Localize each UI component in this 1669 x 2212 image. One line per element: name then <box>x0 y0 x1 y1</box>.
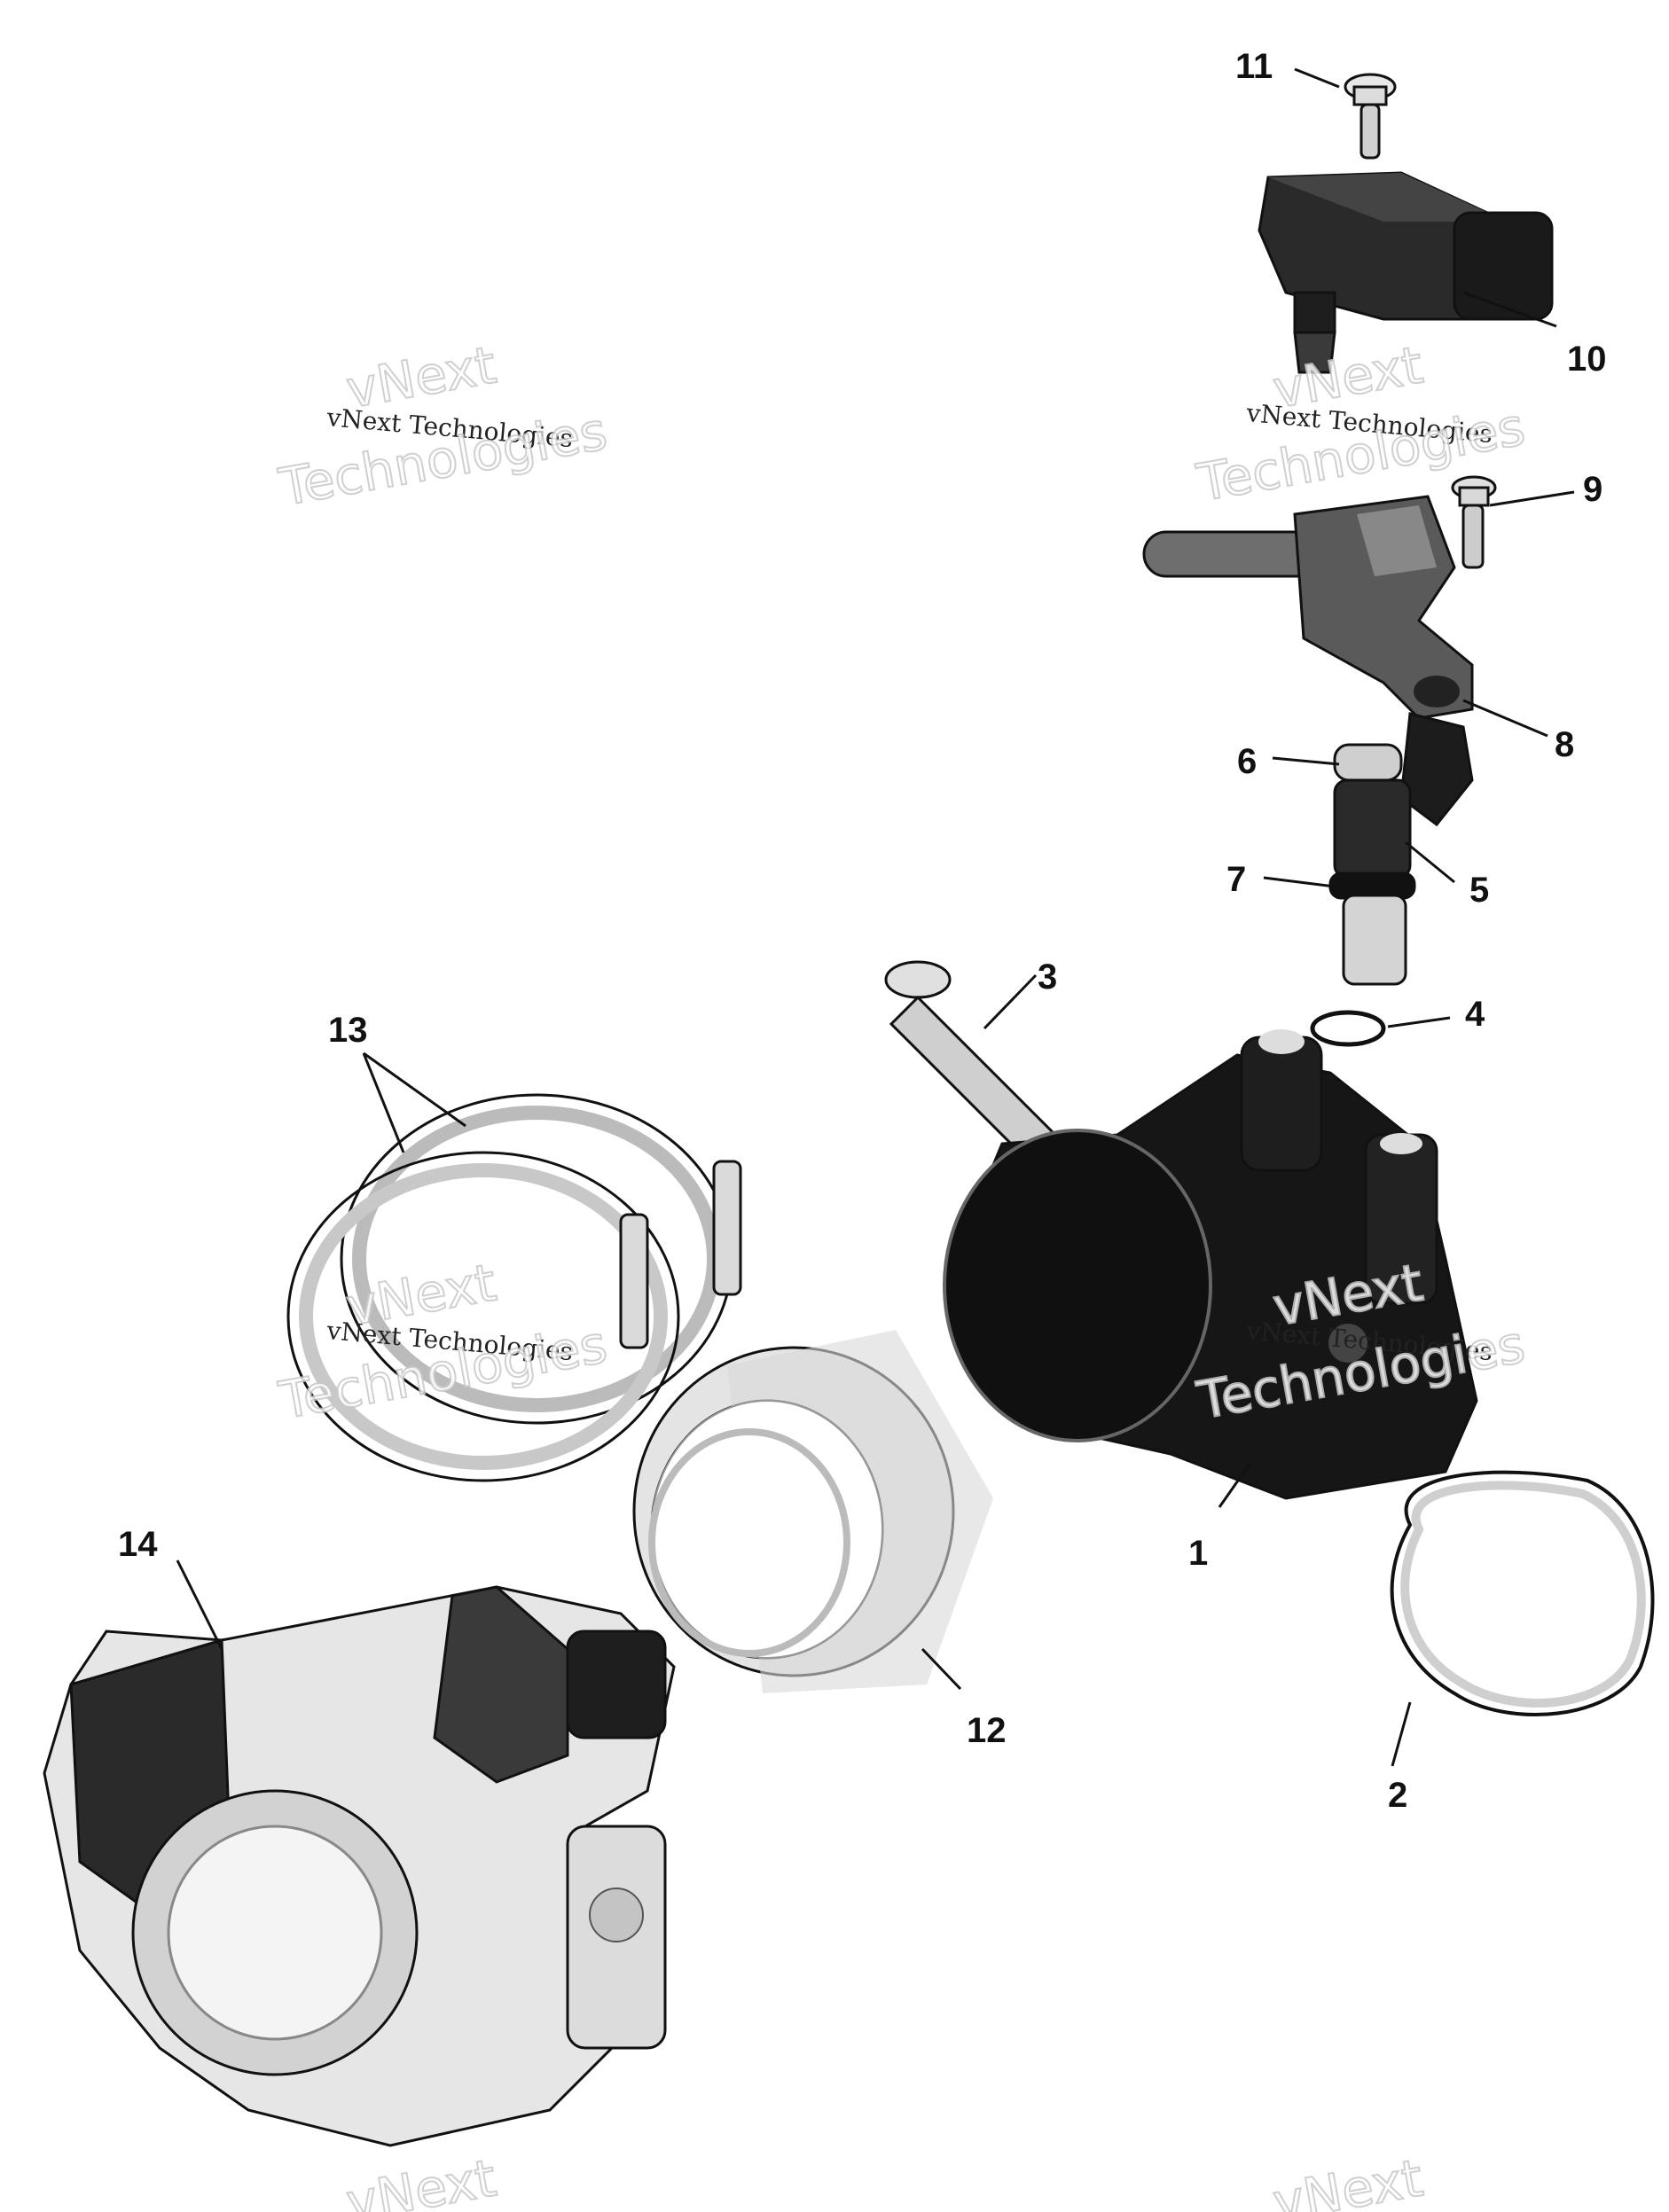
part-10-sensor <box>1258 171 1554 374</box>
injector-assembly <box>1328 712 1474 986</box>
callout-9: 9 <box>1583 470 1602 509</box>
part-5-injector <box>1333 778 1412 879</box>
callout-5: 5 <box>1469 871 1489 910</box>
callout-7: 7 <box>1226 860 1246 899</box>
part-9-bolt <box>1451 475 1497 569</box>
callout-13: 13 <box>328 1011 368 1050</box>
callout-10: 10 <box>1567 340 1607 379</box>
svg-text:vNext: vNext <box>342 2147 501 2212</box>
callout-4: 4 <box>1465 995 1485 1034</box>
part-3-bolt <box>884 960 1058 1164</box>
callout-14: 14 <box>118 1525 158 1564</box>
part-6-o-ring <box>1333 743 1403 782</box>
part-11-bolt <box>1344 73 1397 160</box>
part-4-o-ring <box>1310 1010 1386 1047</box>
part-13-clamps <box>286 1093 742 1482</box>
callout-2: 2 <box>1388 1776 1407 1815</box>
callout-6: 6 <box>1237 742 1257 781</box>
part-12-sleeve <box>632 1330 993 1693</box>
svg-text:vNext: vNext <box>1269 2147 1428 2212</box>
callout-8: 8 <box>1555 725 1574 764</box>
watermark-bottom-right: vNext <box>1268 2146 1429 2212</box>
watermark-top-left: vNext vNext Technologies Technologies <box>274 333 613 519</box>
watermark-bottom-left: vNext <box>341 2146 502 2212</box>
callout-3: 3 <box>1038 957 1057 997</box>
part-14-throttle-body <box>43 1585 676 2147</box>
callout-12: 12 <box>967 1711 1007 1750</box>
part-2-gasket <box>1390 1470 1655 1716</box>
part-8-fuel-rail <box>1142 495 1474 720</box>
callout-11: 11 <box>1235 47 1273 86</box>
callout-1: 1 <box>1188 1534 1208 1573</box>
part-1-intake-body <box>943 1029 1478 1500</box>
callouts: 11 10 9 8 6 5 7 4 3 13 1 14 12 2 <box>118 47 1607 1815</box>
leader-lines <box>176 67 1575 1767</box>
